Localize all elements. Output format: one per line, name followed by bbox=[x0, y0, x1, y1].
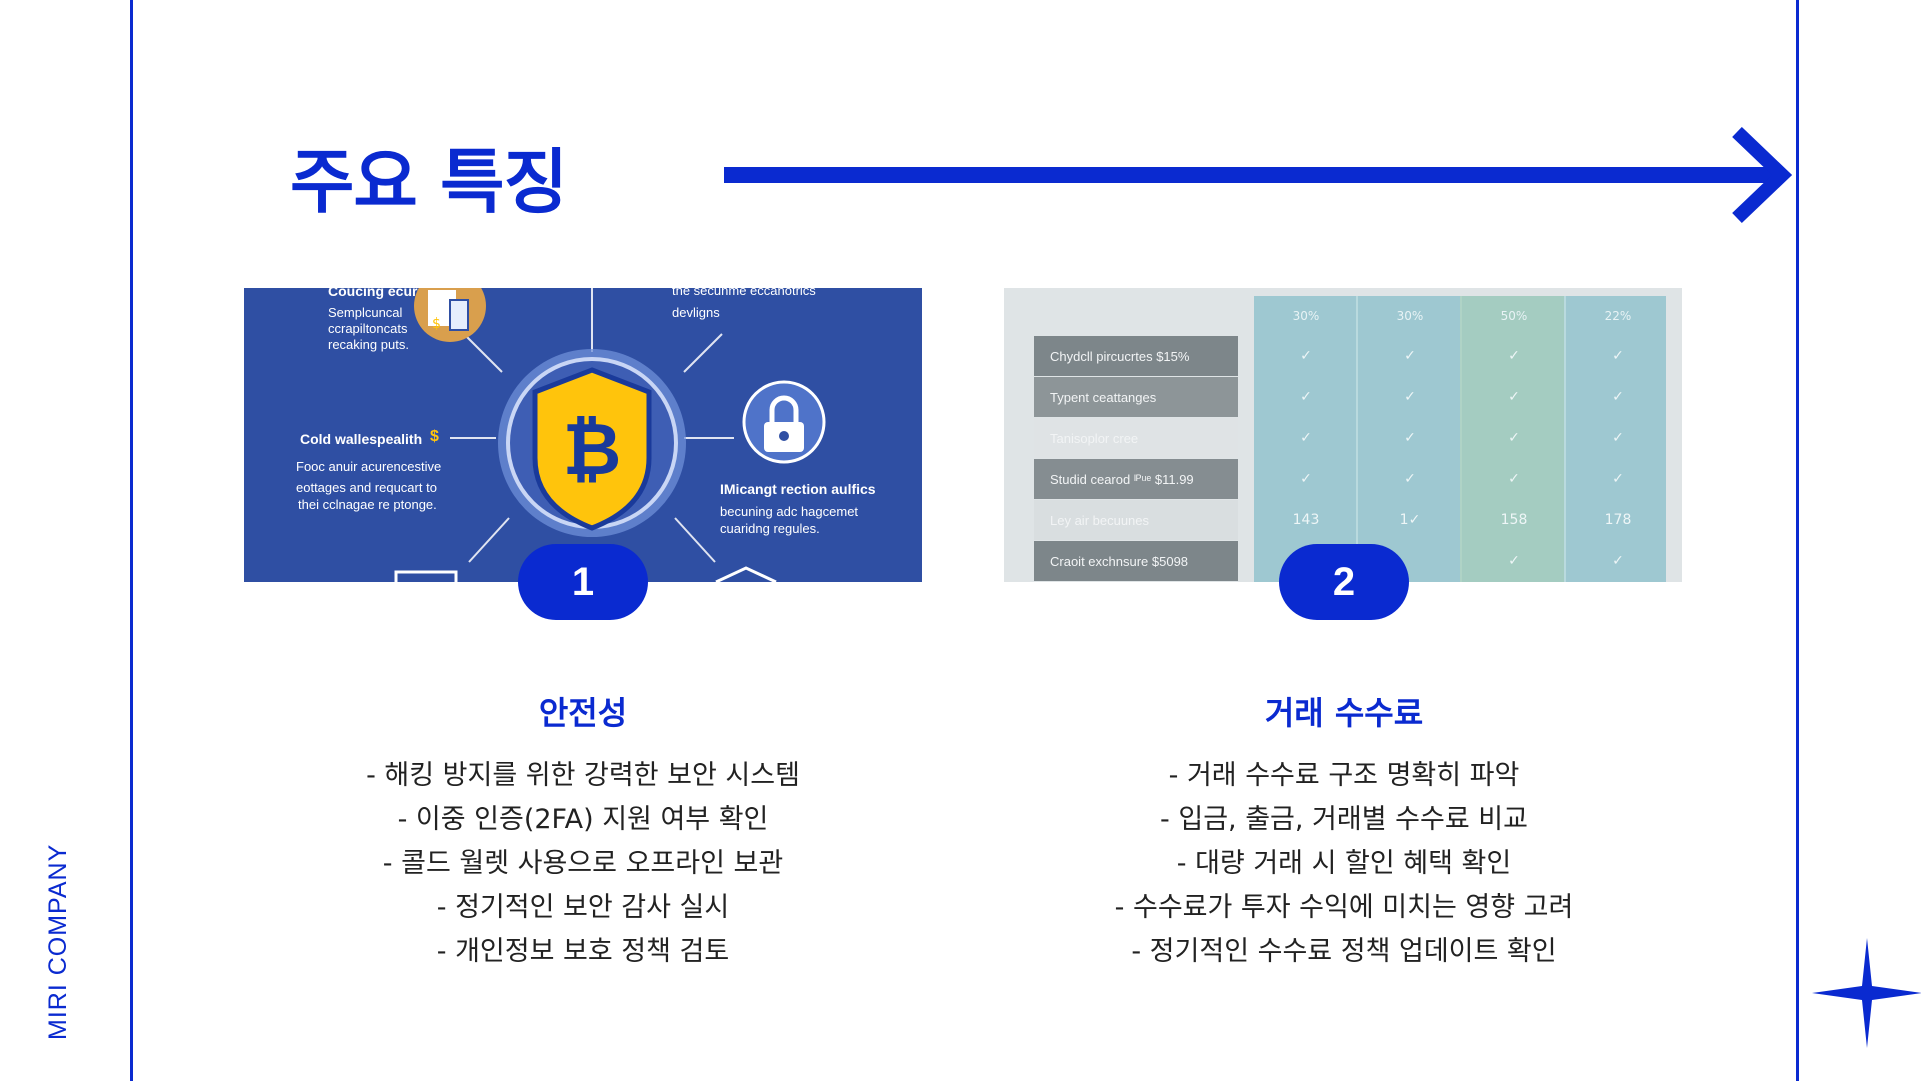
image-text: eottages and requcart to bbox=[296, 480, 437, 495]
table-cell: ✓ bbox=[1404, 348, 1416, 364]
image-text: ccrapiltoncats bbox=[328, 321, 408, 336]
table-cell: ✓ bbox=[1508, 553, 1520, 569]
list-item: - 입금, 출금, 거래별 수수료 비교 bbox=[1160, 804, 1528, 835]
right-border-line bbox=[1796, 0, 1799, 1081]
image-text: IMicangt rection aulfics bbox=[720, 481, 876, 497]
page-title: 주요 특징 bbox=[290, 141, 568, 223]
table-row-label: Typent ceattanges bbox=[1034, 377, 1238, 417]
table-header: 22% bbox=[1604, 309, 1632, 323]
table-cell: 178 bbox=[1604, 512, 1632, 528]
table-cell: ✓ bbox=[1508, 389, 1520, 405]
table-cell: 158 bbox=[1500, 512, 1528, 528]
image-text: Semplcuncal bbox=[328, 305, 403, 320]
dollar-icon: $ bbox=[430, 428, 439, 445]
image-text: Cold wallespealith bbox=[300, 431, 423, 447]
table-cell: ✓ bbox=[1612, 430, 1624, 446]
image-text: Coucing ecur bbox=[328, 288, 418, 299]
feature-number-badge: 1 bbox=[518, 544, 648, 620]
security-infographic-image: ₿ $ Coucing ecur Semplcuncal ccrapiltonc… bbox=[244, 288, 922, 582]
table-cell: ✓ bbox=[1404, 430, 1416, 446]
svg-text:₿: ₿ bbox=[563, 407, 622, 491]
security-bullet-list: - 해킹 방지를 위한 강력한 보안 시스템 - 이중 인증(2FA) 지원 여… bbox=[203, 754, 963, 974]
table-cell: ✓ bbox=[1404, 471, 1416, 487]
image-text: devligns bbox=[672, 305, 720, 320]
table-row-label: Studid cearod ᴵᴾᵘᵉ $11.99 bbox=[1034, 459, 1238, 499]
table-header: 30% bbox=[1396, 309, 1424, 323]
table-row-label: Craoit exchnsure $5098 bbox=[1034, 541, 1238, 581]
brand-name: MIRI COMPANY bbox=[44, 843, 72, 1040]
image-text: the secunme eccanotrics bbox=[672, 288, 816, 298]
table-cell: 1✓ bbox=[1399, 512, 1421, 528]
fee-table-image: 30% 30% 50% 22% Chydcll pircucrtes $15% … bbox=[1004, 288, 1682, 582]
feature-title-fees: 거래 수수료 bbox=[1264, 694, 1424, 732]
list-item: - 개인정보 보호 정책 검토 bbox=[436, 936, 730, 967]
table-row-label: Ley air becuunes bbox=[1034, 500, 1238, 540]
table-cell: ✓ bbox=[1508, 348, 1520, 364]
table-row-label: Chydcll pircucrtes $15% bbox=[1034, 336, 1238, 376]
table-cell: ✓ bbox=[1300, 471, 1312, 487]
security-diagram: ₿ $ bbox=[394, 288, 826, 582]
list-item: - 거래 수수료 구조 명확히 파악 bbox=[1168, 760, 1520, 791]
list-item: - 정기적인 수수료 정책 업데이트 확인 bbox=[1131, 936, 1557, 967]
table-cell: ✓ bbox=[1508, 430, 1520, 446]
fees-bullet-list: - 거래 수수료 구조 명확히 파악 - 입금, 출금, 거래별 수수료 비교 … bbox=[964, 754, 1724, 974]
table-cell: ✓ bbox=[1612, 553, 1624, 569]
table-cell: ✓ bbox=[1612, 348, 1624, 364]
table-cell: ✓ bbox=[1612, 389, 1624, 405]
table-cell: ✓ bbox=[1404, 389, 1416, 405]
table-header: 30% bbox=[1292, 309, 1320, 323]
list-item: - 이중 인증(2FA) 지원 여부 확인 bbox=[397, 804, 769, 835]
image-text: cuaridng regules. bbox=[720, 521, 820, 536]
table-cell: ✓ bbox=[1300, 348, 1312, 364]
image-text: recaking puts. bbox=[328, 337, 409, 352]
feature-title-security: 안전성 bbox=[538, 694, 628, 732]
list-item: - 수수료가 투자 수익에 미치는 영향 고려 bbox=[1114, 892, 1574, 923]
list-item: - 콜드 월렛 사용으로 오프라인 보관 bbox=[382, 848, 784, 879]
table-header: 50% bbox=[1500, 309, 1528, 323]
image-text: thei cclnagae re ptonge. bbox=[298, 497, 437, 512]
svg-text:$: $ bbox=[432, 316, 441, 332]
table-cell: ✓ bbox=[1508, 471, 1520, 487]
image-text: becuning adc hagcemet bbox=[720, 504, 859, 519]
feature-number-badge: 2 bbox=[1279, 544, 1409, 620]
image-text: Fooc anuir acurencestive bbox=[296, 459, 442, 474]
table-row-label: Tanisoplor cree bbox=[1034, 418, 1238, 458]
table-cell: ✓ bbox=[1300, 389, 1312, 405]
arrow-right-icon bbox=[724, 126, 1793, 224]
table-cell: ✓ bbox=[1300, 430, 1312, 446]
table-cell: ✓ bbox=[1612, 471, 1624, 487]
left-border-line bbox=[130, 0, 133, 1081]
list-item: - 해킹 방지를 위한 강력한 보안 시스템 bbox=[366, 760, 800, 791]
table-cell: 143 bbox=[1292, 512, 1320, 528]
list-item: - 정기적인 보안 감사 실시 bbox=[436, 892, 730, 923]
list-item: - 대량 거래 시 할인 혜택 확인 bbox=[1176, 848, 1512, 879]
sparkle-star-icon bbox=[1812, 938, 1921, 1048]
